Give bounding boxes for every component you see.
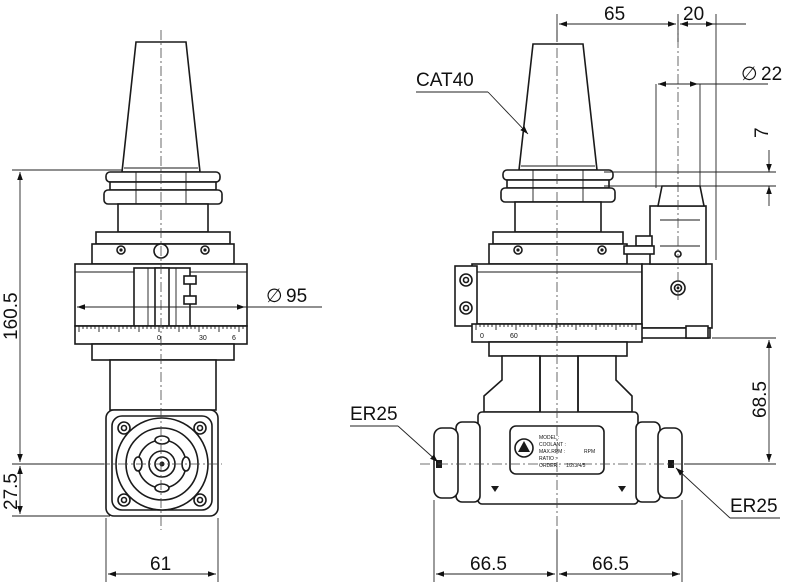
left-lower-collar — [91, 343, 235, 361]
callout-er25-left: ER25 — [350, 404, 398, 425]
left-dimensions: 160.5 27.5 61 ∅ 95 — [1, 169, 322, 582]
left-scale-zero: 0 — [157, 335, 161, 342]
right-scale-zero: 0 — [480, 333, 484, 340]
left-lower-neck — [109, 359, 217, 411]
right-taper — [518, 43, 598, 171]
dim-61: 61 — [150, 554, 171, 575]
left-flange-top — [105, 171, 221, 183]
left-scale-thirty: 30 — [199, 335, 207, 342]
callout-cat40: CAT40 — [416, 70, 474, 91]
right-leg-right — [577, 355, 633, 413]
right-spindle-left — [433, 427, 459, 499]
right-view: 0 60 MODEL : COOLANT : MAX.RPM : RPM RAT… — [420, 20, 713, 530]
dim-diameter-95-symbol: ∅ — [266, 286, 283, 307]
dim-68-5: 68.5 — [750, 381, 771, 418]
left-flange-bottom — [103, 189, 223, 205]
dim-66-5-right: 66.5 — [592, 554, 629, 575]
nameplate-order: 1/2/3/4/5 — [566, 463, 586, 469]
right-dimensions: 65 20 ∅ 22 7 68.5 66.5 66.5 — [433, 4, 782, 582]
right-scale-sixty: 60 — [510, 333, 518, 340]
left-view: 0 30 6 — [74, 30, 248, 530]
nameplate-row4: RATIO : — [539, 456, 557, 462]
callouts: CAT40 ER25 ER25 — [350, 70, 780, 519]
dim-diameter-22: 22 — [761, 64, 782, 85]
right-ring-lower — [488, 243, 628, 265]
callout-er25-right: ER25 — [730, 496, 778, 517]
left-scale-sixty: 6 — [232, 335, 236, 342]
right-leg-left — [483, 355, 541, 413]
right-ring-upper — [492, 231, 624, 245]
dim-diameter-22-symbol: ∅ — [741, 64, 758, 85]
dim-65: 65 — [604, 4, 625, 25]
nameplate-row3: MAX.RPM : — [539, 449, 565, 455]
nameplate-rpm: RPM — [584, 449, 595, 455]
left-flange-mid — [109, 181, 217, 191]
dim-160-5: 160.5 — [1, 292, 22, 340]
dim-20: 20 — [683, 4, 704, 25]
dim-27-5: 27.5 — [1, 473, 22, 510]
dim-diameter-95: 95 — [286, 286, 307, 307]
dim-66-5-left: 66.5 — [470, 554, 507, 575]
left-ring-upper — [95, 231, 231, 245]
nameplate-row2: COOLANT : — [539, 442, 566, 448]
right-stop-block — [641, 263, 713, 329]
left-neck — [117, 203, 209, 233]
nameplate-row1: MODEL : — [539, 435, 559, 441]
nameplate-row5: ORDER : — [539, 463, 560, 469]
dim-7: 7 — [752, 127, 773, 138]
